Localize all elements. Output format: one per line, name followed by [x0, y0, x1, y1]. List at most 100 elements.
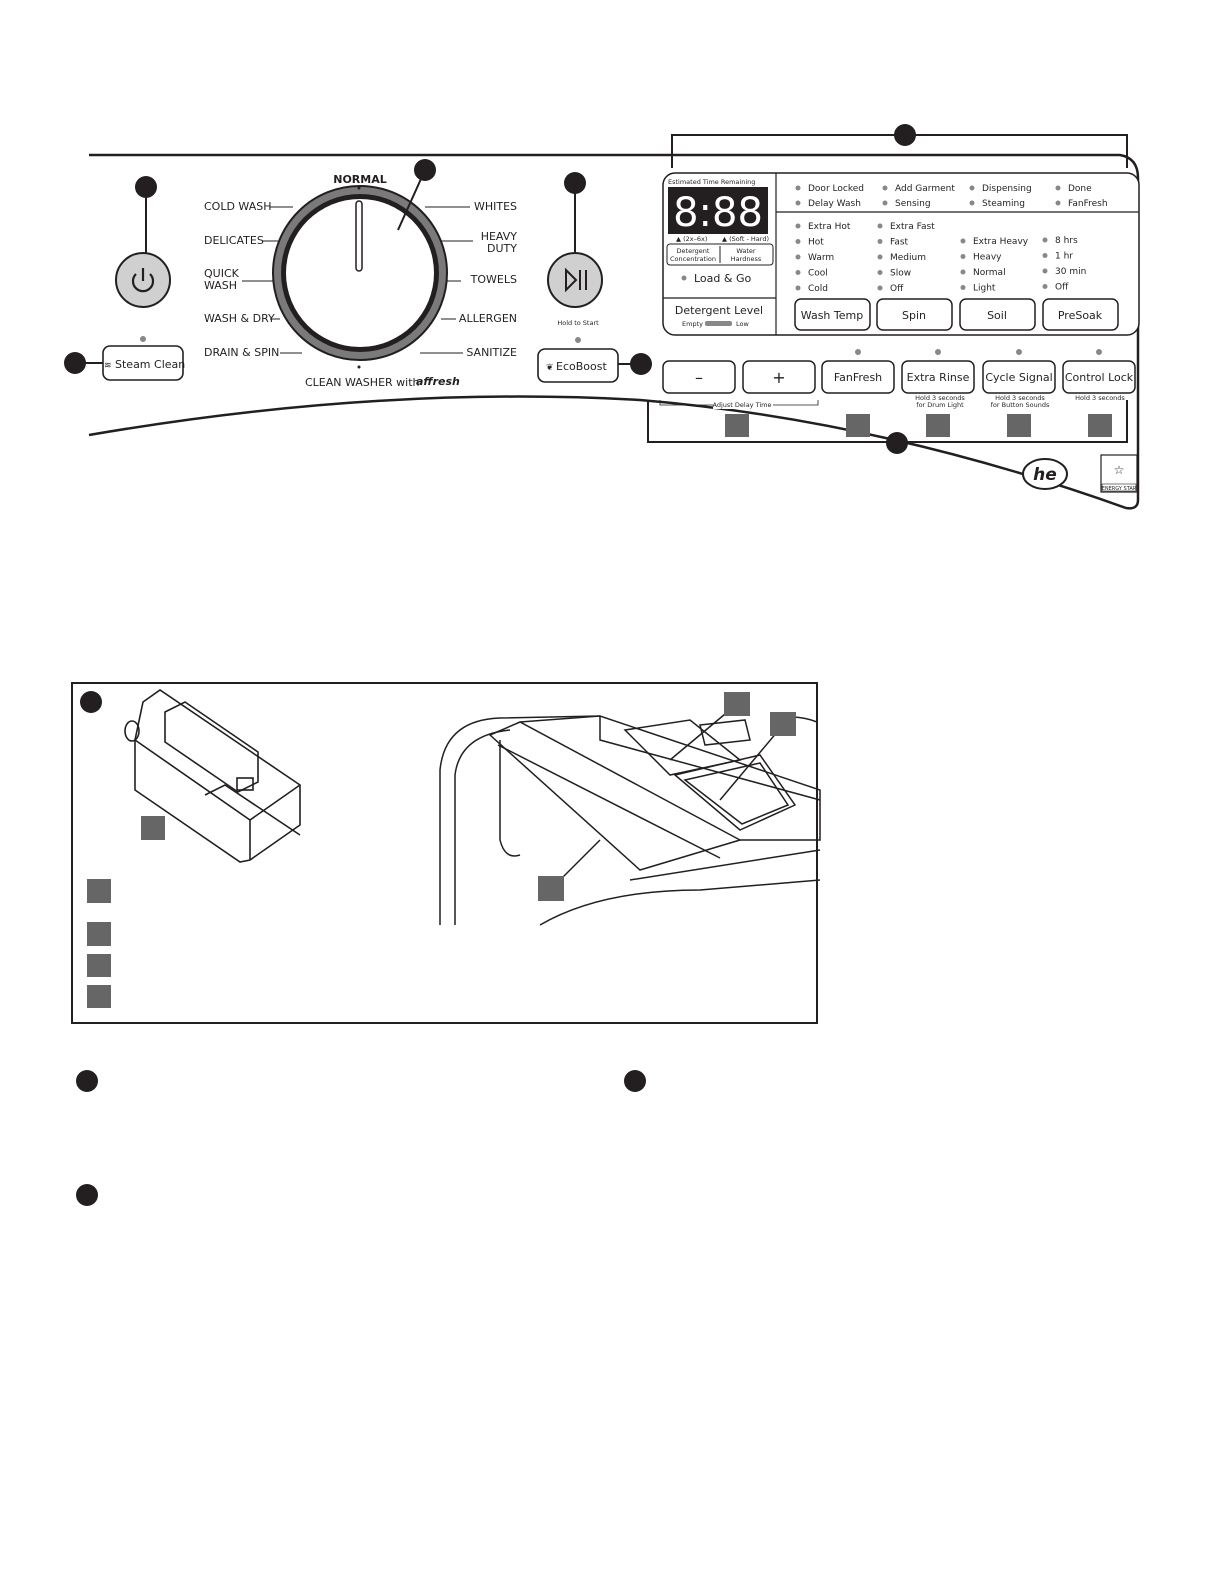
soil-3-label: Light — [973, 284, 996, 294]
callout-square — [141, 816, 165, 840]
soil-0-label: Extra Heavy — [973, 237, 1029, 247]
load-go-label: Load & Go — [694, 272, 751, 285]
spin-3-led — [877, 270, 883, 275]
status-col1-1-led — [795, 200, 801, 206]
fanfresh-button[interactable] — [821, 360, 895, 394]
soil-1-led — [960, 254, 966, 259]
spin-2-led — [877, 254, 883, 260]
wash-temp-1-label: Hot — [808, 238, 824, 248]
dial-label-cold-wash: COLD WASH — [204, 200, 272, 213]
cycle-signal-button[interactable] — [982, 360, 1056, 394]
dial-label-towels: TOWELS — [470, 273, 517, 286]
wash-temp-3-label: Cool — [808, 269, 828, 279]
callout-square — [1007, 414, 1031, 437]
ecoboost-button[interactable] — [537, 348, 619, 383]
dial-label-sanitize: SANITIZE — [466, 346, 517, 359]
wash-temp-4-label: Cold — [808, 284, 828, 294]
wash-temp-1-led — [795, 239, 801, 244]
status-col4-1-label: FanFresh — [1068, 199, 1108, 209]
callout-dot — [80, 691, 102, 713]
wash-temp-2-label: Warm — [808, 253, 834, 263]
control-lock-hint: Hold 3 seconds — [1075, 394, 1125, 402]
callout-square — [87, 879, 111, 903]
dial-label-drain-spin: DRAIN & SPIN — [204, 346, 279, 359]
cycle-signal-hint2: for Button Sounds — [991, 401, 1050, 409]
soil-0-led — [960, 238, 966, 244]
dial-label-wash-dry: WASH & DRY — [204, 312, 275, 325]
spin-4-led — [877, 285, 883, 291]
extra-rinse-hint: Hold 3 seconds — [915, 394, 965, 402]
callout-square — [770, 712, 796, 736]
plus-button[interactable] — [742, 360, 816, 394]
control-lock-button[interactable] — [1062, 360, 1136, 394]
spin-button[interactable] — [876, 298, 953, 331]
steam-icon: ≋ — [104, 361, 112, 371]
callout-square — [1088, 414, 1112, 437]
star-icon: ☆ — [1114, 463, 1125, 477]
status-col1-0-label: Door Locked — [808, 184, 864, 194]
fanfresh-label: FanFresh — [834, 371, 882, 384]
callout-square — [87, 985, 111, 1008]
callout-dot — [894, 124, 916, 146]
minus-button[interactable] — [662, 360, 736, 394]
status-col4-1-led — [1055, 200, 1061, 206]
dispenser-drawer-illustration — [439, 715, 821, 926]
det-conc-label2: Concentration — [670, 255, 716, 263]
dial-pointer — [355, 200, 363, 272]
status-col2-0-label: Add Garment — [895, 184, 955, 194]
status-col1-1-label: Delay Wash — [808, 199, 861, 209]
presoak-3-led — [1042, 284, 1048, 289]
water-label2: Hardness — [731, 255, 762, 263]
leaf-icon: ❦ — [546, 363, 554, 373]
affresh-logo: affresh — [416, 375, 460, 388]
time-display — [668, 187, 768, 234]
conc-arrow: ▲ (2x–6x) — [676, 235, 707, 243]
soil-2-label: Normal — [973, 268, 1006, 278]
spin-3-label: Slow — [890, 269, 911, 279]
extra-rinse-hint2: for Drum Light — [916, 401, 964, 409]
soil-label: Soil — [987, 309, 1007, 322]
hardness-arrow: ▲ (Soft - Hard) — [722, 235, 769, 243]
dispenser-box — [71, 682, 818, 1024]
presoak-button[interactable] — [1042, 298, 1119, 331]
wash-temp-0-led — [795, 223, 801, 229]
cycle-signal-label: Cycle Signal — [985, 371, 1052, 384]
spin-label: Spin — [902, 309, 926, 322]
start-hint: Hold to Start — [557, 319, 599, 327]
wash-temp-button[interactable] — [794, 298, 871, 331]
soil-2-led — [960, 269, 966, 275]
detergent-cartridge-illustration — [124, 689, 301, 863]
control-lock-label: Control Lock — [1065, 371, 1134, 384]
dial-label-quick: QUICK — [204, 267, 240, 280]
callout-square — [87, 922, 111, 946]
play-pause-icon — [565, 267, 587, 293]
soil-button[interactable] — [959, 298, 1036, 331]
callout-dot — [76, 1070, 98, 1092]
dial-label-duty: DUTY — [487, 242, 517, 255]
extra-rinse-label: Extra Rinse — [907, 371, 970, 384]
status-col3-0-label: Dispensing — [982, 184, 1032, 194]
presoak-label: PreSoak — [1058, 309, 1103, 322]
water-label: Water — [736, 247, 756, 255]
cycle-dial[interactable] — [286, 199, 434, 347]
callout-dot — [886, 432, 908, 454]
empty-label: Empty — [682, 320, 703, 328]
presoak-2-led — [1042, 268, 1048, 274]
status-col2-1-label: Sensing — [895, 199, 931, 209]
soil-1-label: Heavy — [973, 253, 1002, 263]
energy-star-text: ENERGY STAR — [1102, 486, 1137, 492]
steam-led — [140, 336, 146, 342]
presoak-2-label: 30 min — [1055, 267, 1086, 277]
dial-label-whites: WHITES — [474, 200, 517, 213]
dial-label-wash: WASH — [204, 279, 237, 292]
wash-temp-2-led — [795, 254, 801, 260]
presoak-3-label: Off — [1055, 283, 1069, 293]
dial-label-normal: NORMAL — [333, 173, 387, 186]
spin-1-led — [877, 239, 883, 244]
presoak-1-led — [1042, 253, 1048, 258]
ecoboost-led — [575, 337, 581, 343]
wash-temp-label: Wash Temp — [801, 309, 863, 322]
extra-rinse-button[interactable] — [901, 360, 975, 394]
steam-clean-label: Steam Clean — [115, 358, 185, 371]
